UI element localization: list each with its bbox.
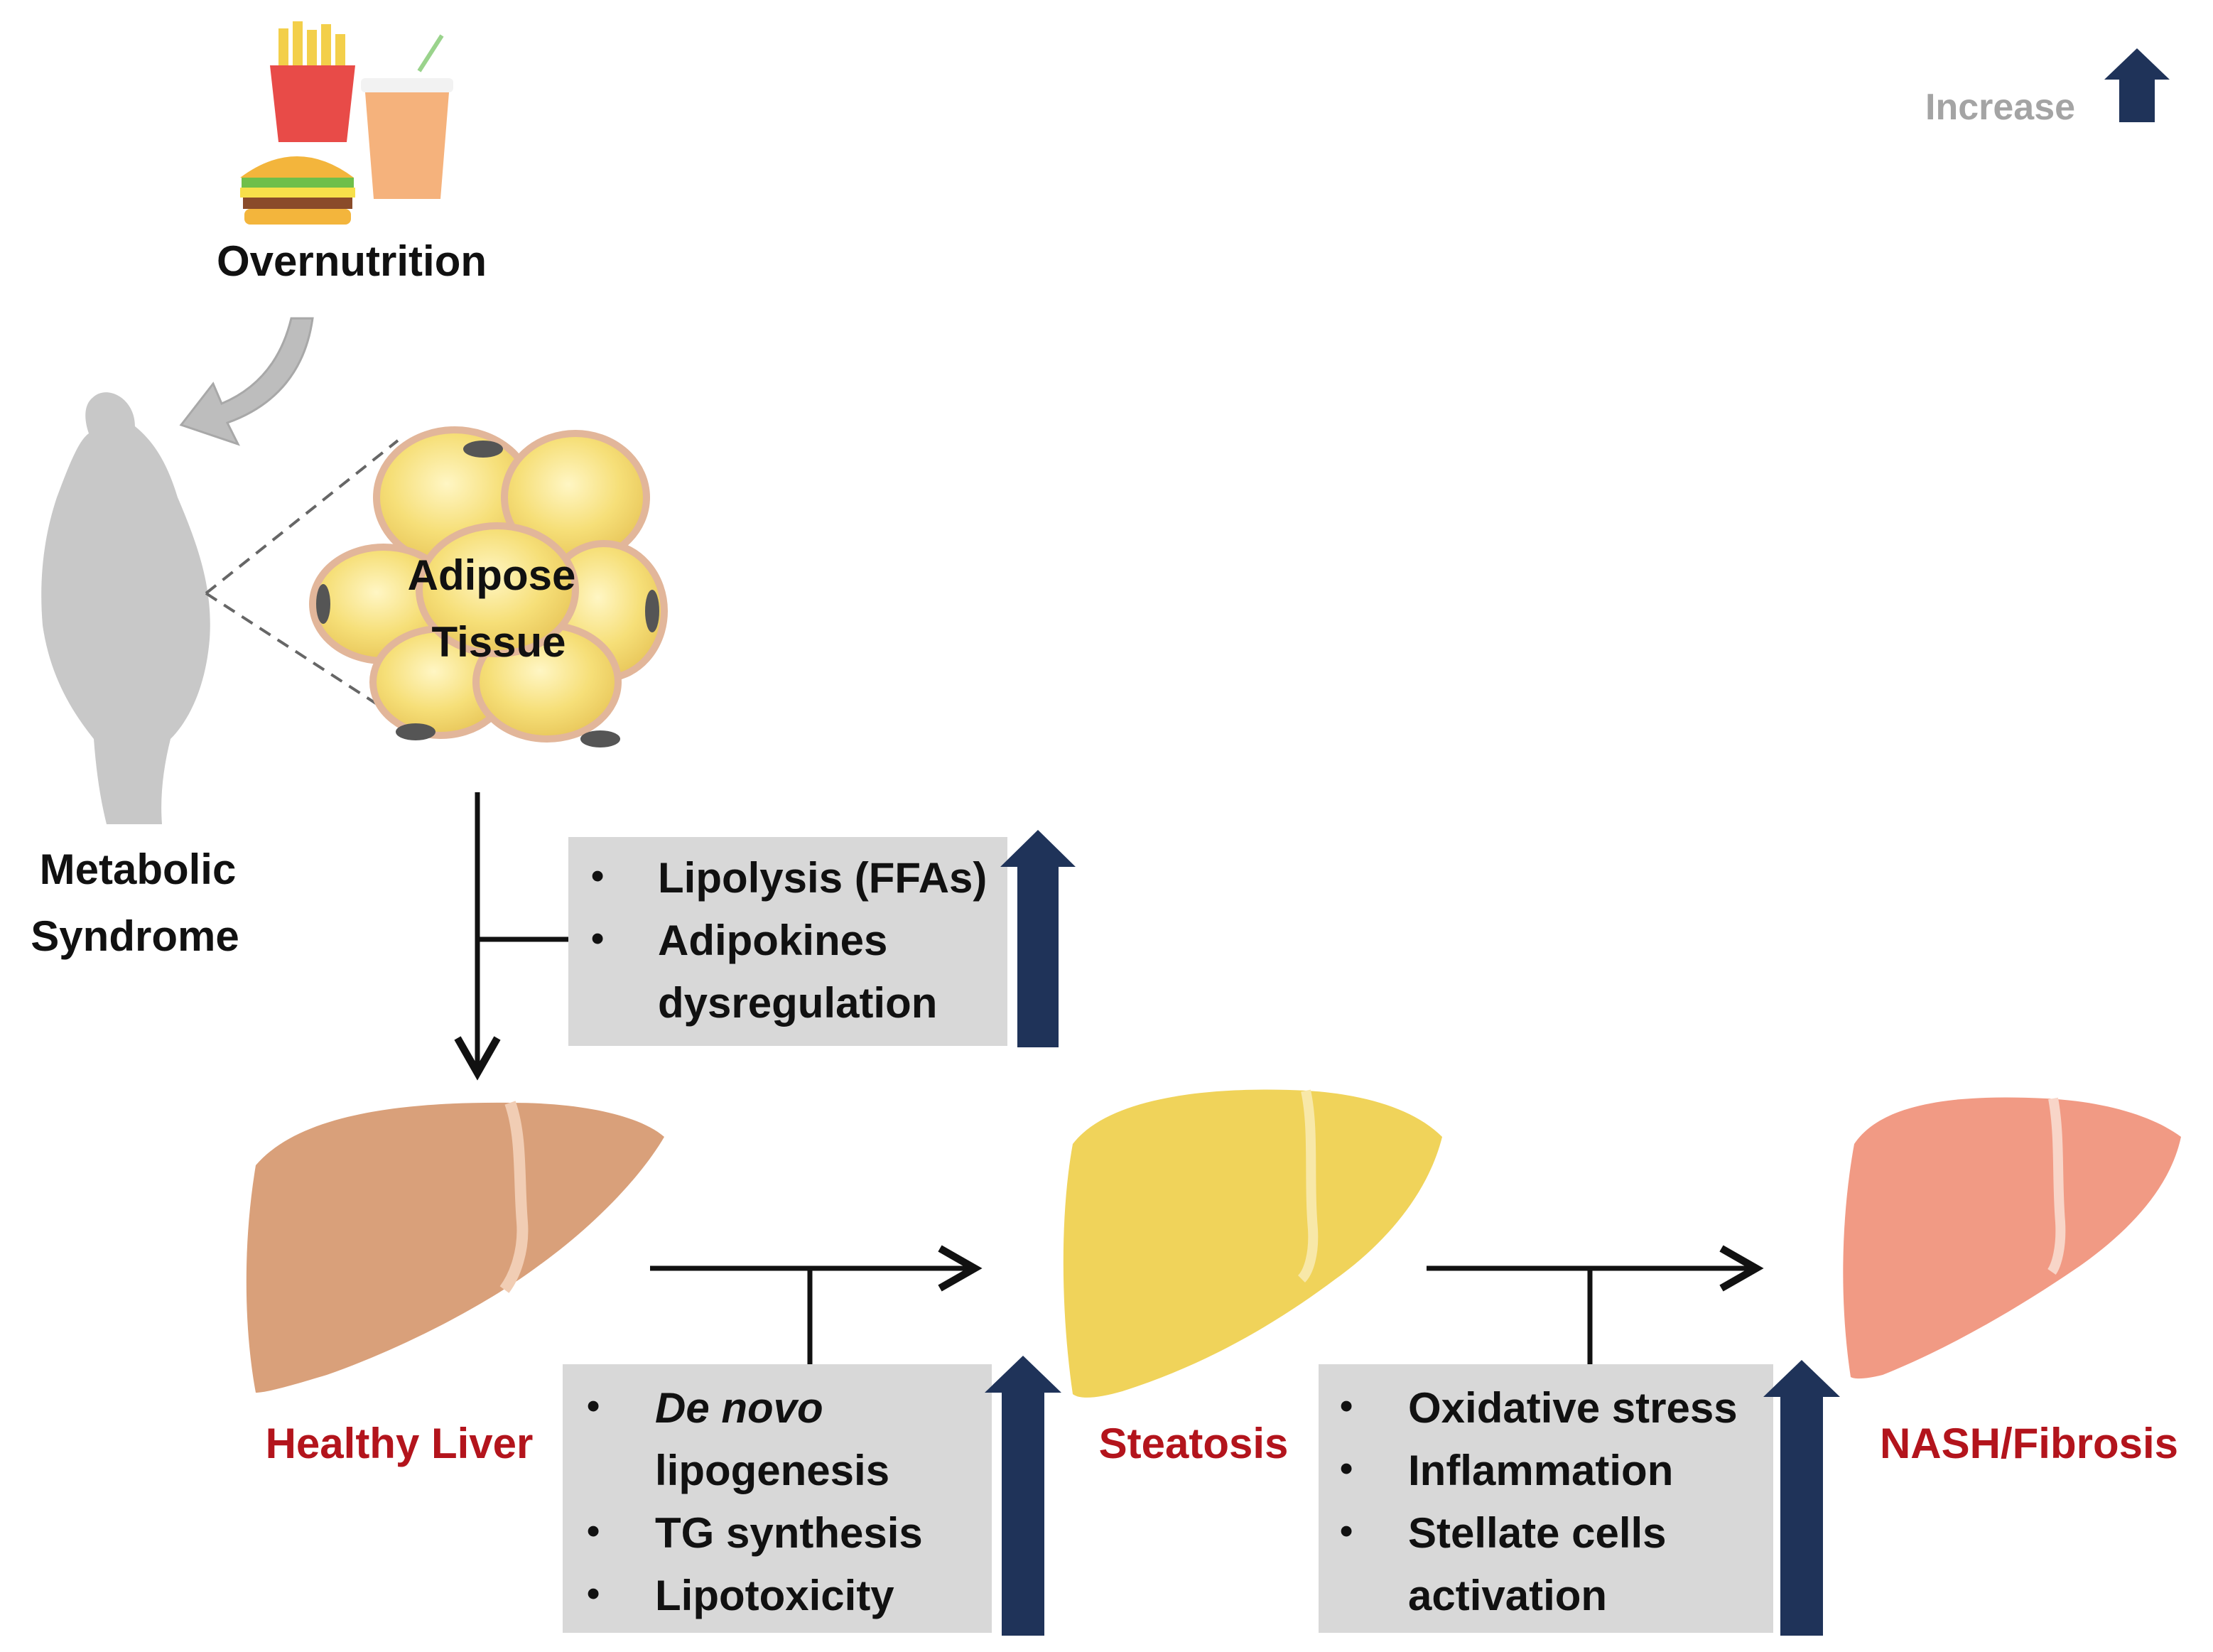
box3-item-4: activation [1408,1572,1607,1619]
cell-nuclei-icon [316,441,659,747]
legend-label: Increase [1925,87,2075,128]
overnutrition-label: Overnutrition [217,237,487,285]
box2-item-3: TG synthesis [655,1509,923,1557]
box1-item-2: Adipokines [658,917,887,964]
box2-bullet-4: • [587,1573,600,1614]
box1-bullet-1: • [591,855,604,897]
box2-item-4: Lipotoxicity [655,1572,894,1619]
box1-item-1: Lipolysis (FFAs) [658,854,987,902]
box1-bullet-2: • [591,918,604,959]
nash-liver-icon [1843,1097,2181,1379]
healthy-liver-icon [246,1101,664,1393]
zoom-line-lower [205,592,399,719]
box2-bullet-1: • [587,1386,600,1427]
legend-up-arrow-icon [2104,48,2170,122]
adipose-label-line2: Tissue [432,618,566,666]
metabolic-label-line1: Metabolic [40,846,237,893]
stage-nash-fibrosis: NASH/Fibrosis [1880,1420,2178,1467]
adipose-label-line1: Adipose [408,551,576,599]
box3-item-3: Stellate cells [1408,1509,1667,1557]
curved-arrow-icon [179,317,314,446]
box2-bullet-3: • [587,1511,600,1552]
box2-item-1: De novo [655,1384,823,1432]
metabolic-label-line2: Syndrome [31,912,239,960]
box1-item-3: dysregulation [658,979,937,1027]
mechanism-box-1 [568,837,1007,1046]
box3-item-2: Inflammation [1408,1447,1673,1494]
increase-arrow-2-icon [985,1356,1061,1636]
adipose-cells-icon [309,426,668,743]
box3-bullet-2: • [1340,1448,1353,1489]
stage-healthy-liver: Healthy Liver [266,1420,534,1467]
zoom-line-upper [205,439,399,595]
box3-bullet-1: • [1340,1386,1353,1427]
mechanism-box-3 [1319,1364,1773,1633]
box3-bullet-3: • [1340,1511,1353,1552]
steatosis-liver-icon [1063,1089,1442,1398]
fast-food-icon [240,21,453,225]
box3-item-1: Oxidative stress [1408,1384,1738,1432]
mechanism-box-2 [563,1364,992,1633]
stage-steatosis: Steatosis [1099,1420,1289,1467]
increase-arrow-1-icon [1000,830,1076,1047]
box2-item-2: lipogenesis [655,1447,889,1494]
increase-arrow-3-icon [1763,1360,1840,1636]
obese-silhouette-icon [41,392,210,824]
